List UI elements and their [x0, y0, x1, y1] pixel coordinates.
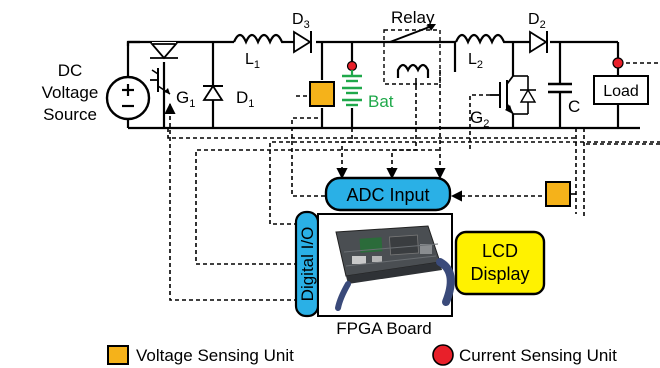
- d2-diode-symbol: [529, 30, 548, 54]
- l2-label: L2: [468, 51, 483, 71]
- l2-inductor-symbol: [454, 33, 506, 45]
- load-label: Load: [603, 83, 639, 100]
- legend: Voltage Sensing Unit Current Sensing Uni…: [107, 344, 617, 366]
- load-box: [593, 75, 649, 105]
- dc-source-label-line1: DC: [58, 61, 83, 80]
- voltage-sensor-d3: [309, 81, 335, 107]
- g1-switch-symbol: [150, 42, 178, 100]
- dc-source-label-line2: Voltage: [42, 83, 99, 102]
- capacitor-symbol: [548, 82, 572, 94]
- legend-voltage-swatch: [107, 345, 129, 365]
- current-sensor-battery: [346, 60, 358, 72]
- d3-label: D3: [292, 11, 310, 31]
- l1-inductor-symbol: [232, 33, 284, 45]
- g2-switch-symbol: [490, 75, 537, 115]
- d1-label: D1: [236, 88, 254, 110]
- fpga-board-image: [335, 225, 455, 311]
- dc-voltage-source-symbol: [105, 75, 151, 121]
- battery-symbol: [342, 60, 362, 107]
- fpga-board-label: FPGA Board: [336, 319, 431, 338]
- legend-voltage-label: Voltage Sensing Unit: [136, 346, 294, 365]
- adc-input-block: [324, 176, 452, 212]
- legend-current-swatch: [432, 344, 454, 366]
- sensor-signal-lines: [164, 70, 660, 301]
- relay-label: Relay: [391, 8, 435, 27]
- legend-current-label: Current Sensing Unit: [459, 346, 617, 365]
- capacitor-label: C: [568, 97, 580, 116]
- lcd-label-line1: LCD: [482, 241, 518, 261]
- dc-source-label-line3: Source: [43, 105, 97, 124]
- g1-label: G1: [176, 88, 195, 110]
- g2-label: G2: [470, 108, 489, 130]
- lcd-display-block: [454, 230, 546, 296]
- adc-input-label: ADC Input: [346, 185, 429, 205]
- d2-label: D2: [528, 11, 546, 31]
- l1-label: L1: [245, 51, 260, 71]
- relay-symbol: [383, 24, 441, 86]
- d1-diode-symbol: [202, 84, 224, 101]
- lcd-label-line2: Display: [470, 264, 529, 284]
- current-sensor-load: [612, 57, 624, 69]
- battery-label: Bat: [368, 92, 394, 111]
- digital-io-label: Digital I/O: [298, 227, 317, 302]
- d3-diode-symbol: [293, 30, 312, 54]
- voltage-sensor-output: [545, 181, 571, 207]
